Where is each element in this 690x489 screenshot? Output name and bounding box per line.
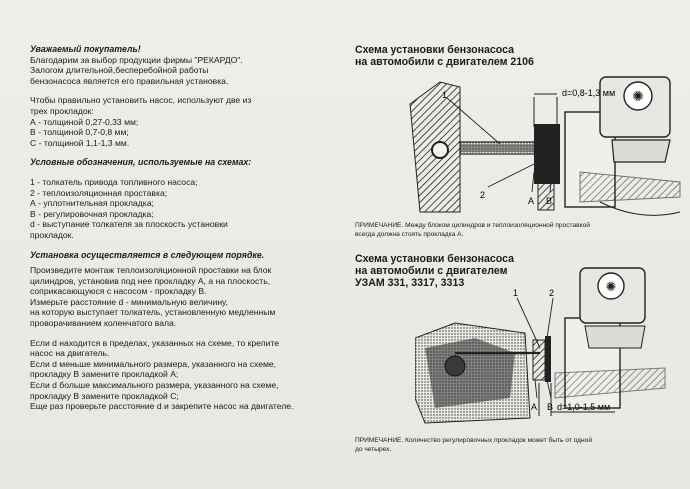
procedure-line: Измерьте расстояние d - минимальную вели… (30, 296, 228, 307)
scheme1-diagram: ✺ 1 2 A B d=0,8-1,3 мм (409, 76, 681, 216)
pump-cap-icon (623, 81, 653, 111)
scheme2-title: Схема установки бензонасоса на автомобил… (355, 253, 514, 289)
procedure-heading: Установка осуществляется в следующем пор… (30, 249, 265, 260)
scheme2-label-2: 2 (549, 288, 554, 298)
scheme2-note-line: ПРИМЕЧАНИЕ. Количество регулировочных пр… (355, 437, 593, 444)
legend-item: прокладок. (30, 229, 74, 240)
legend-item: 1 - толкатель привода топливного насоса; (30, 176, 198, 187)
gasket-item: А - толщиной 0,27-0,33 мм; (30, 116, 139, 127)
scheme2-title-line: Схема установки бензонасоса (355, 253, 515, 265)
bolt-circle (431, 141, 449, 159)
scheme1-note: ПРИМЕЧАНИЕ. Между блоком цилиндров и теп… (355, 222, 590, 239)
legend-item: А - уплотнительная прокладка; (30, 198, 154, 209)
procedure-line: на которую выступает толкатель, установл… (30, 307, 276, 318)
condition-line: насос на двигатель. (30, 348, 110, 359)
left-column: Уважаемый покупатель! Благодарим за выбо… (30, 44, 330, 412)
scheme2-diagram: ✺ 1 2 A B d=1,0-1,5 мм (415, 267, 666, 424)
scheme2-note-line: до четырех. (355, 445, 392, 453)
gaskets-intro: трех прокладок: (30, 105, 94, 116)
scheme2-label-a: A (531, 402, 537, 412)
scheme1-note-line: ПРИМЕЧАНИЕ. Между блоком цилиндров и теп… (355, 222, 590, 229)
gaskets-intro: Чтобы правильно установить насос, исполь… (30, 95, 252, 106)
scheme1-label-1: 1 (442, 90, 447, 100)
gasket-item: С - толщиной 1,1-1,3 мм. (30, 137, 130, 148)
scheme1-label-a: A (528, 196, 534, 206)
pump-cap-icon (597, 272, 625, 300)
condition-line: Если d меньше минимального размера, указ… (30, 358, 277, 369)
spacer-lower (537, 171, 555, 211)
scheme2-label-1: 1 (513, 288, 518, 298)
scheme2-dimension: d=1,0-1,5 мм (557, 402, 610, 412)
sun-icon: ✺ (606, 279, 617, 294)
scheme1-label-b: B (546, 196, 552, 206)
scheme1-note-line: всегда должна стоять прокладка А. (355, 230, 464, 238)
legend-item: d - выступание толкателя за плоскость ус… (30, 219, 228, 230)
scheme1-dimension: d=0,8-1,3 мм (562, 88, 615, 98)
procedure-line: Произведите монтаж теплоизоляционной про… (30, 265, 272, 276)
right-column: Схема установки бензонасоса на автомобил… (355, 0, 690, 489)
scheme2-note: ПРИМЕЧАНИЕ. Количество регулировочных пр… (355, 437, 592, 454)
scheme1-title-line: на автомобили с двигателем 2106 (355, 56, 534, 68)
legend-item: 2 - теплоизоляционная проставка; (30, 187, 168, 198)
gasket-item: В - толщиной 0,7-0,8 мм; (30, 127, 129, 138)
scheme2-label-b: B (547, 402, 553, 412)
intro-line: Залогом длительной,бесперебойной работы (30, 65, 209, 76)
scheme1-title-line: Схема установки бензонасоса (355, 44, 515, 56)
condition-line: прокладку В замените прокладкой С; (30, 390, 179, 401)
scheme2-title-line: УЗАМ 331, 3317, 3313 (355, 277, 465, 289)
sun-icon: ✺ (632, 88, 644, 104)
condition-line: Если d находится в пределах, указанных н… (30, 337, 280, 348)
intro-line: Благодарим за выбор продукции фирмы "РЕК… (30, 54, 243, 65)
condition-line: Еще раз проверьте расстояние d и закрепи… (30, 401, 294, 412)
scheme2-title-line: на автомобили с двигателем (355, 265, 508, 277)
condition-line: прокладку В замените прокладкой А; (30, 369, 179, 380)
procedure-line: проворачиванием коленчатого вала. (30, 318, 177, 329)
condition-line: Если d больше максимального размера, ука… (30, 380, 279, 391)
legend-heading: Условные обозначения, используемые на сх… (30, 157, 252, 168)
greeting: Уважаемый покупатель! (30, 44, 141, 54)
procedure-line: цилиндров, установив под нее прокладку А… (30, 275, 271, 286)
legend-item: В - регулировочная прокладка; (30, 208, 154, 219)
scheme1-label-2: 2 (480, 190, 485, 200)
procedure-line: соприкасающуюся с насосом - прокладку В. (30, 286, 207, 297)
intro-line: бензонасоса является его правильная уста… (30, 75, 229, 86)
scheme1-title: Схема установки бензонасоса на автомобил… (355, 44, 534, 68)
